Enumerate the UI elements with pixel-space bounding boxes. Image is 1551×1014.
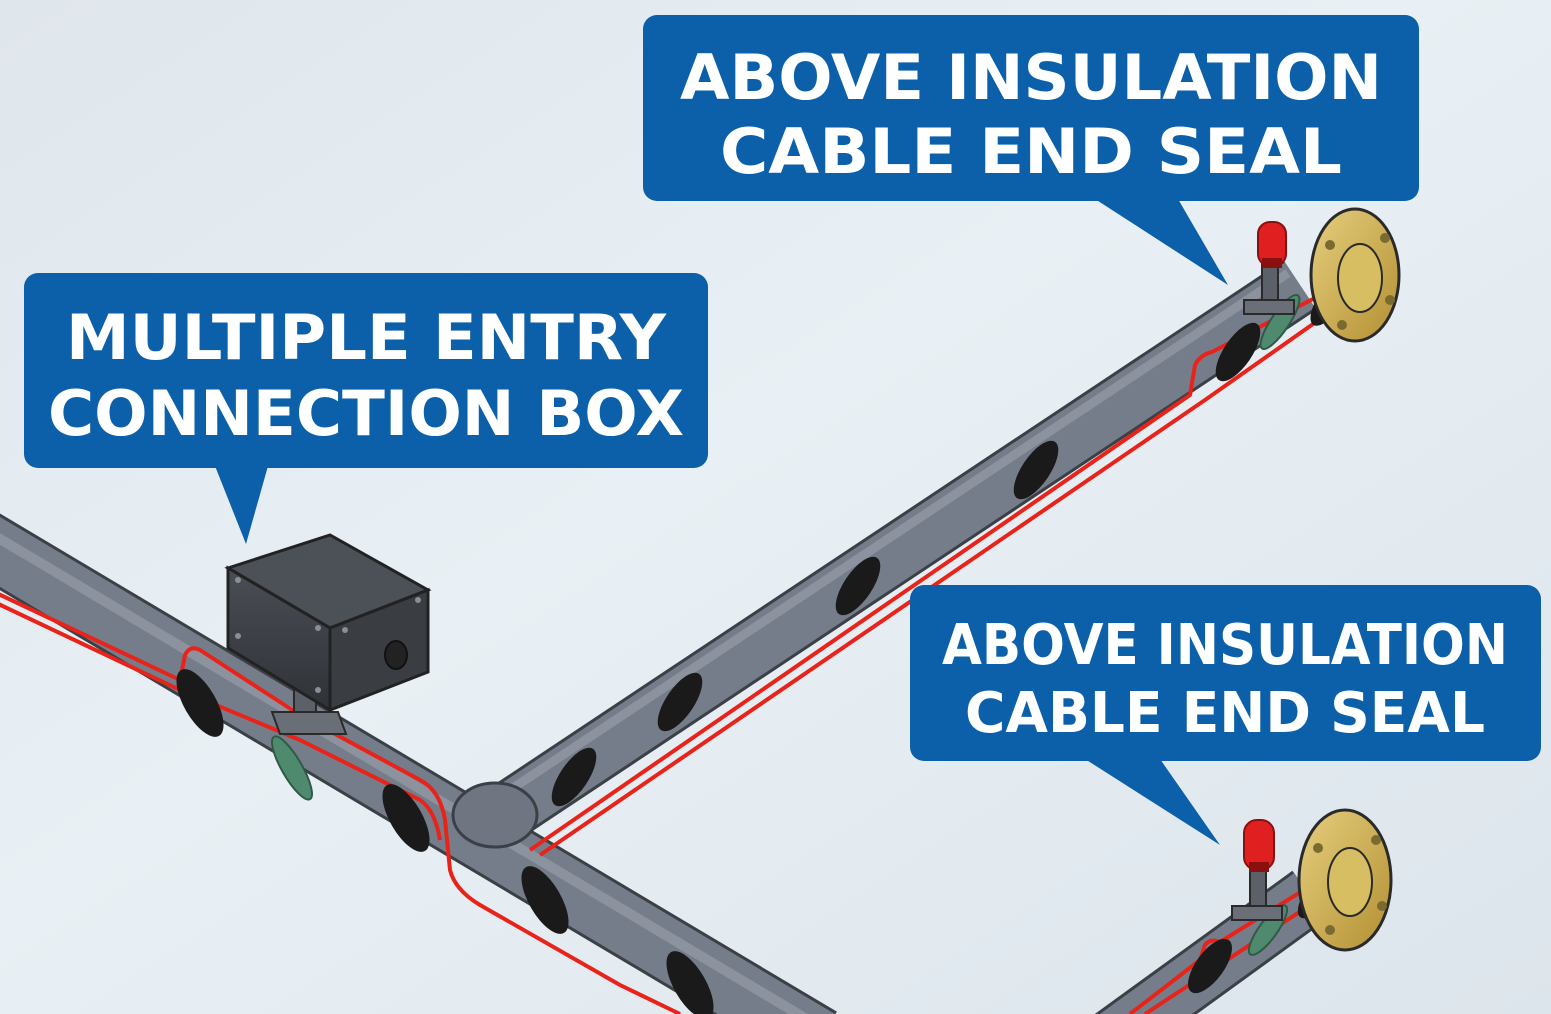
connection-box — [224, 533, 432, 735]
band — [666, 951, 714, 1014]
callout-connection-box: MULTIPLE ENTRY CONNECTION BOX — [24, 273, 708, 544]
callout-end-seal-top: ABOVE INSULATION CABLE END SEAL — [643, 15, 1419, 285]
band — [382, 784, 430, 852]
end-seal-bottom — [1231, 819, 1283, 921]
band — [657, 672, 703, 732]
band — [835, 556, 881, 616]
band — [1188, 938, 1232, 994]
branch-pipe-top — [480, 262, 1315, 843]
band — [1215, 322, 1261, 382]
band — [521, 866, 569, 934]
end-seal-top — [1243, 221, 1295, 315]
flange-bottom — [1297, 808, 1393, 952]
band — [176, 669, 224, 737]
callout-end-seal-bottom-line1: ABOVE INSULATION — [942, 613, 1508, 678]
callout-end-seal-bottom: ABOVE INSULATION CABLE END SEAL — [910, 585, 1541, 845]
callout-end-seal-top-line2: CABLE END SEAL — [720, 115, 1342, 188]
callout-end-seal-bottom-line2: CABLE END SEAL — [965, 681, 1485, 746]
tee-joint — [451, 781, 539, 849]
callout-connection-box-line1: MULTIPLE ENTRY — [66, 301, 667, 374]
flange-top — [1309, 207, 1401, 343]
cable-gland — [384, 640, 408, 670]
band — [1013, 440, 1059, 500]
band — [551, 747, 597, 807]
callout-end-seal-top-line1: ABOVE INSULATION — [680, 41, 1382, 114]
callout-connection-box-line2: CONNECTION BOX — [48, 377, 684, 450]
strap — [271, 735, 313, 801]
